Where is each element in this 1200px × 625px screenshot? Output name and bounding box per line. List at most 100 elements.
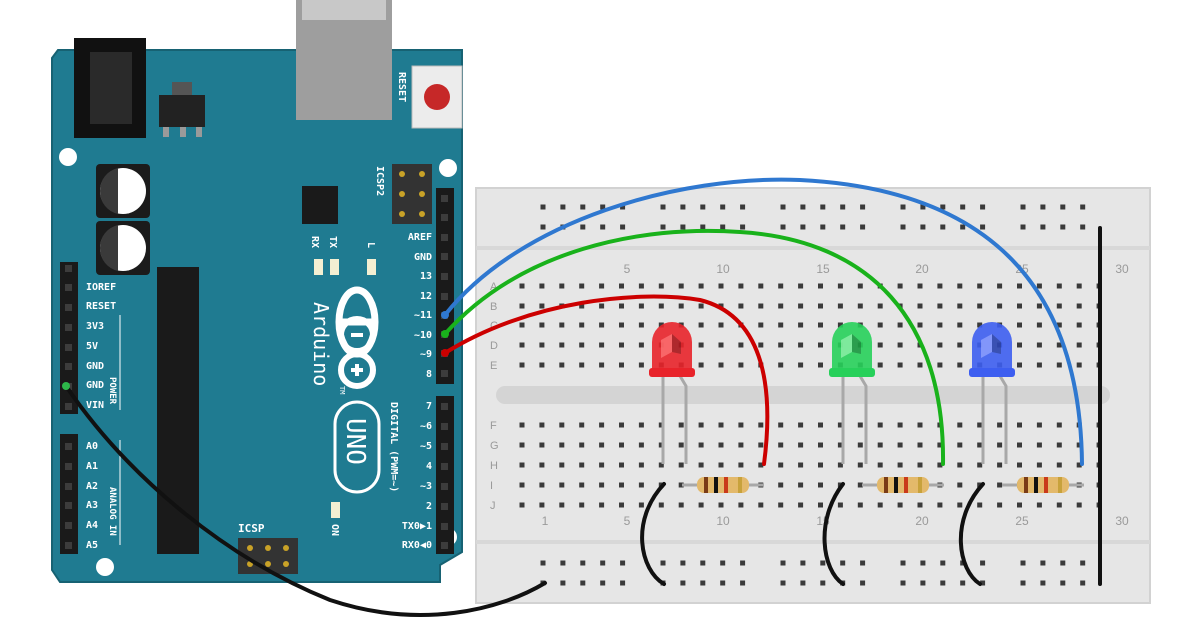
- breadboard-hole: [778, 462, 784, 468]
- black-jumper-wire: [640, 482, 666, 586]
- breadboard-hole: [957, 342, 963, 348]
- breadboard-hole: [857, 442, 863, 448]
- breadboard-hole: [619, 342, 624, 348]
- header-pin: [65, 324, 72, 331]
- column-number: 20: [915, 262, 929, 276]
- breadboard-hole: [539, 422, 545, 428]
- breadboard-hole: [678, 442, 684, 448]
- breadboard-hole: [718, 442, 724, 448]
- breadboard-hole: [658, 442, 664, 448]
- breadboard-hole: [758, 502, 764, 508]
- breadboard-rail-hole: [1040, 224, 1046, 230]
- breadboard-rail-hole: [1020, 580, 1026, 586]
- breadboard-hole: [539, 502, 545, 508]
- header-pin: [441, 483, 448, 490]
- breadboard-hole: [997, 283, 1003, 289]
- breadboard-hole: [658, 303, 664, 309]
- breadboard-hole: [638, 303, 644, 309]
- breadboard-hole: [957, 462, 963, 468]
- breadboard-hole: [738, 462, 744, 468]
- breadboard-hole: [738, 442, 744, 448]
- breadboard-hole: [579, 283, 585, 289]
- breadboard-hole: [897, 342, 903, 348]
- column-number: 25: [1015, 514, 1029, 528]
- breadboard-hole: [599, 482, 605, 488]
- breadboard-rail-hole: [740, 204, 746, 210]
- header-pin: [65, 502, 72, 509]
- breadboard-hole: [1056, 283, 1062, 289]
- header-pin: [441, 542, 448, 549]
- breadboard-hole: [658, 502, 664, 508]
- breadboard-hole: [917, 422, 923, 428]
- breadboard-rail-hole: [780, 204, 786, 210]
- breadboard-rail-hole: [1020, 204, 1026, 210]
- breadboard-hole: [937, 322, 943, 328]
- breadboard-hole: [519, 303, 525, 309]
- on-led: [331, 502, 340, 518]
- breadboard-rail-hole: [1060, 580, 1066, 586]
- breadboard-hole: [778, 482, 784, 488]
- breadboard-rail-hole: [820, 204, 826, 210]
- breadboard-rail-hole: [1080, 560, 1086, 566]
- breadboard-rail-hole: [740, 224, 746, 230]
- breadboard-rail-hole: [840, 204, 846, 210]
- resistor: [682, 477, 764, 493]
- breadboard-hole: [519, 502, 525, 508]
- breadboard-hole: [917, 462, 923, 468]
- breadboard-hole: [678, 303, 684, 309]
- breadboard-hole: [837, 322, 843, 328]
- breadboard-hole: [698, 303, 704, 309]
- analog-pin-label: A5: [86, 540, 98, 551]
- breadboard-hole: [559, 362, 565, 368]
- breadboard-rail-hole: [800, 204, 806, 210]
- breadboard-rail-hole: [680, 560, 686, 566]
- breadboard-hole: [937, 442, 943, 448]
- breadboard-hole: [917, 442, 923, 448]
- green-signal-wire: [443, 228, 946, 466]
- breadboard-rail-hole: [820, 580, 826, 586]
- breadboard-hole: [778, 322, 784, 328]
- model-label: UNO: [340, 418, 370, 465]
- breadboard-hole: [937, 462, 943, 468]
- breadboard-hole: [897, 462, 903, 468]
- breadboard-hole: [599, 422, 605, 428]
- breadboard-hole: [619, 322, 624, 328]
- breadboard-rail-hole: [980, 580, 986, 586]
- breadboard-hole: [837, 283, 843, 289]
- breadboard-hole: [837, 442, 843, 448]
- breadboard-hole: [599, 442, 605, 448]
- breadboard-rail-hole: [600, 560, 606, 566]
- digital-pin-label: 2: [426, 501, 432, 512]
- breadboard-rail-hole: [580, 580, 586, 586]
- power-pin-label: GND: [86, 361, 104, 372]
- breadboard-rail-hole: [820, 224, 826, 230]
- column-number: 5: [624, 262, 631, 276]
- breadboard-hole: [1036, 322, 1042, 328]
- analog-pin-label: A4: [86, 520, 98, 531]
- breadboard-hole: [997, 303, 1003, 309]
- breadboard-hole: [599, 362, 605, 368]
- breadboard-rail-hole: [940, 560, 946, 566]
- breadboard-hole: [798, 342, 804, 348]
- breadboard-hole: [539, 322, 545, 328]
- breadboard-hole: [897, 442, 903, 448]
- breadboard-hole: [738, 422, 744, 428]
- header-pin: [441, 370, 448, 377]
- red-led: [649, 322, 695, 377]
- breadboard-hole: [579, 442, 585, 448]
- breadboard-hole: [798, 442, 804, 448]
- breadboard-hole: [778, 303, 784, 309]
- breadboard-hole: [798, 362, 804, 368]
- uno-badge: [333, 400, 381, 494]
- breadboard-rail-hole: [1080, 224, 1086, 230]
- resistors: [682, 477, 1084, 493]
- row-letter: H: [490, 460, 498, 472]
- breadboard-hole: [638, 362, 644, 368]
- breadboard-hole: [678, 502, 684, 508]
- breadboard-rail-hole: [740, 580, 746, 586]
- breadboard-hole: [917, 502, 923, 508]
- breadboard-rail-hole: [980, 204, 986, 210]
- breadboard-hole: [837, 502, 843, 508]
- breadboard-hole: [519, 462, 525, 468]
- breadboard-hole: [877, 303, 883, 309]
